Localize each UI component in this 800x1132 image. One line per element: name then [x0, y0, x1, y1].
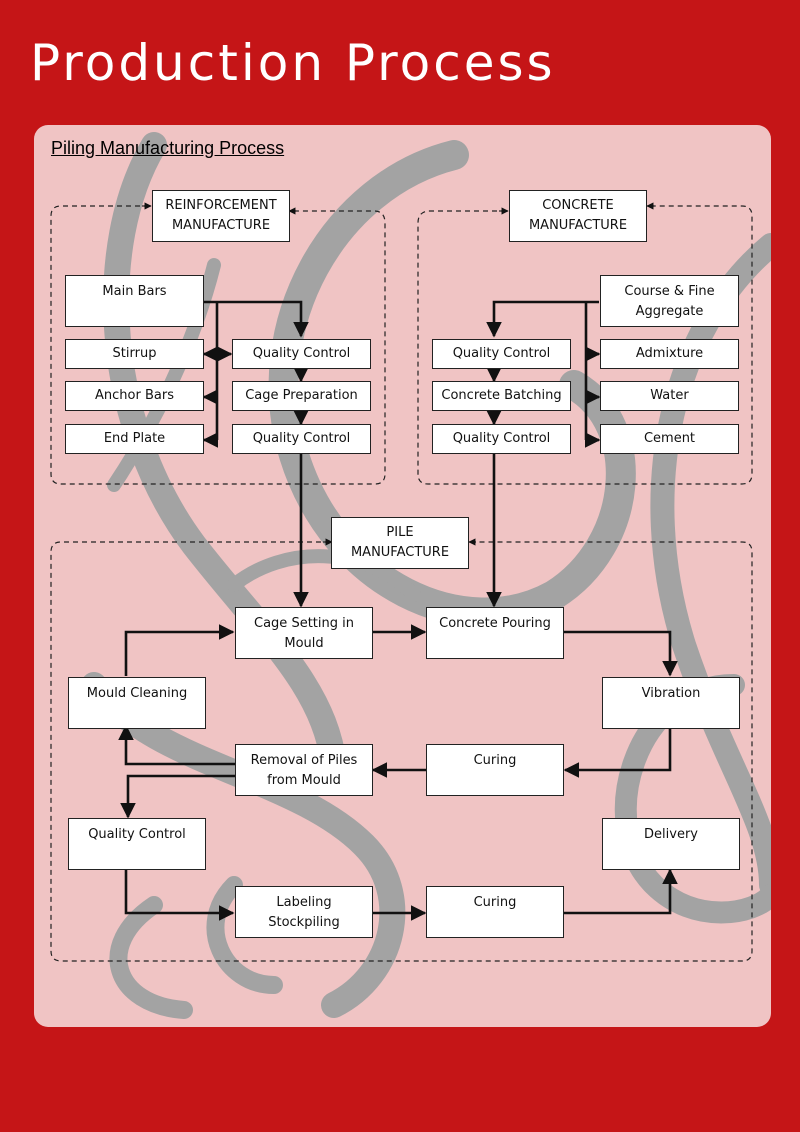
decor-swirl-bottom [109, 876, 283, 1019]
aggregate-box: Course & Fine Aggregate [600, 275, 739, 327]
concrete-manufacture-header: CONCRETE MANUFACTURE [509, 190, 647, 242]
page-title: Production Process [30, 34, 556, 92]
decor-swirl-bottom-left [81, 672, 406, 1018]
mould-cleaning-box: Mould Cleaning [68, 677, 206, 729]
delivery-box: Delivery [602, 818, 740, 870]
end-plate-box: End Plate [65, 424, 204, 454]
cage-preparation-box: Cage Preparation [232, 381, 371, 411]
content-panel: Piling Manufacturing Process [34, 125, 771, 1027]
pile-frame [50, 541, 753, 962]
line-pouring-to-vibration [564, 630, 678, 677]
concrete-batching-box: Concrete Batching [432, 381, 571, 411]
vibration-box: Vibration [602, 677, 740, 729]
concrete-pouring-box: Concrete Pouring [426, 607, 564, 659]
removal-of-piles-box: Removal of Piles from Mould [235, 744, 373, 796]
line-qc-to-labeling [124, 870, 235, 921]
concrete-frame [417, 205, 753, 485]
stirrup-box: Stirrup [65, 339, 204, 369]
reinforcement-quality-control-1: Quality Control [232, 339, 371, 369]
concrete-quality-control-1: Quality Control [432, 339, 571, 369]
pile-manufacture-header: PILE MANUFACTURE [331, 517, 469, 569]
anchor-bars-box: Anchor Bars [65, 381, 204, 411]
labeling-stockpiling-box: Labeling Stockpiling [235, 886, 373, 938]
line-mainbars-to-qc [202, 300, 309, 338]
cement-box: Cement [600, 424, 739, 454]
reinforcement-quality-control-2: Quality Control [232, 424, 371, 454]
main-bars-box: Main Bars [65, 275, 204, 327]
decor-swirl-left [103, 132, 347, 778]
line-removal-to-mould-cleaning [118, 724, 235, 766]
admixture-box: Admixture [600, 339, 739, 369]
flow-connectors [50, 202, 753, 962]
line-mould-cleaning-to-cage [124, 624, 235, 676]
curing-box-1: Curing [426, 744, 564, 796]
diagram-title: Piling Manufacturing Process [51, 138, 285, 158]
decor-swirl-right [650, 233, 771, 897]
cage-setting-box: Cage Setting in Mould [235, 607, 373, 659]
line-aggregate-to-qc [486, 300, 599, 338]
line-vibration-to-curing [563, 727, 672, 778]
reinforcement-frame [50, 205, 386, 485]
line-removal-to-qc [120, 774, 235, 819]
line-curing-to-delivery [564, 868, 678, 915]
reinforcement-manufacture-header: REINFORCEMENT MANUFACTURE [152, 190, 290, 242]
concrete-quality-control-2: Quality Control [432, 424, 571, 454]
pile-quality-control-box: Quality Control [68, 818, 206, 870]
water-box: Water [600, 381, 739, 411]
curing-box-2: Curing [426, 886, 564, 938]
